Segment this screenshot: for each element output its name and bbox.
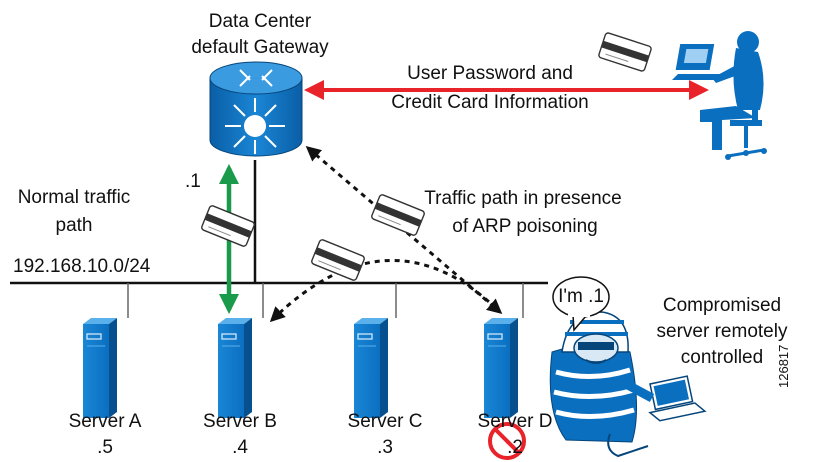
gateway-label-line1: Data Center bbox=[208, 11, 312, 32]
speech-bubble-text: I'm .1 bbox=[558, 286, 604, 307]
user-link-label-line1: User Password and bbox=[407, 63, 573, 84]
gateway-label-line2: default Gateway bbox=[191, 37, 329, 58]
poison-path-server-arrow bbox=[269, 258, 502, 323]
server-b-ip: .4 bbox=[232, 437, 248, 458]
compromised-label-line3: controlled bbox=[680, 347, 764, 368]
compromised-label-line2: server remotely bbox=[656, 321, 788, 342]
forbidden-icon bbox=[488, 422, 526, 460]
credit-card-icon-green bbox=[200, 204, 256, 248]
poison-path-gateway-arrow bbox=[305, 146, 503, 314]
compromised-label-line1: Compromised bbox=[662, 295, 782, 316]
subnet-label: 192.168.10.0/24 bbox=[13, 256, 151, 277]
server-a-ip: .5 bbox=[97, 437, 113, 458]
normal-path-label-line2: path bbox=[55, 215, 93, 236]
server-a-icon bbox=[82, 317, 118, 419]
poison-path-label-line1: Traffic path in presence bbox=[424, 188, 622, 209]
server-b-icon bbox=[217, 317, 253, 419]
server-c-name: Server C bbox=[347, 411, 423, 432]
gateway-router-icon bbox=[209, 61, 303, 157]
server-d-ip: .2 bbox=[507, 437, 523, 458]
server-c-ip: .3 bbox=[377, 437, 393, 458]
poison-path-label-line2: of ARP poisoning bbox=[452, 216, 598, 237]
server-d-icon bbox=[483, 317, 519, 419]
hacker-icon bbox=[549, 311, 707, 458]
speech-bubble bbox=[552, 276, 610, 332]
normal-path-label-line1: Normal traffic bbox=[17, 187, 131, 208]
server-a-name: Server A bbox=[68, 411, 142, 432]
server-b-name: Server B bbox=[203, 411, 277, 432]
gateway-ip: .1 bbox=[185, 171, 201, 192]
user-at-desk-icon bbox=[672, 31, 767, 160]
credit-card-icon-poison-lower bbox=[310, 238, 366, 282]
server-c-icon bbox=[353, 317, 389, 419]
figure-id: 126817 bbox=[776, 344, 791, 388]
user-link-label-line2: Credit Card Information bbox=[391, 92, 589, 113]
server-d-name: Server D bbox=[477, 411, 553, 432]
